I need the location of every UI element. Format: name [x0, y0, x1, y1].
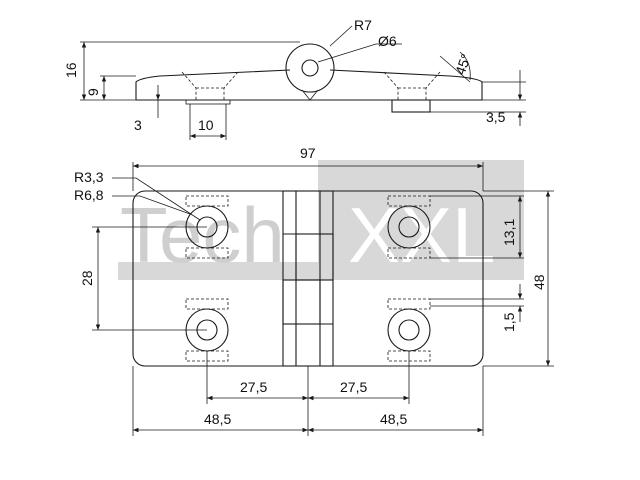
top-view: 97 R3,3 R6,8 28 48 13,1 1,5 [74, 145, 554, 436]
dim-27-5-left: 27,5 [240, 379, 267, 395]
knuckle-pin [301, 59, 319, 77]
watermark-text-dark: Tech [120, 191, 285, 279]
side-profile [135, 69, 483, 101]
watermark: Tech XXL [118, 160, 524, 280]
side-view: 16 9 3 10 R7 Ø6 45° 3,5 [63, 17, 526, 140]
left-countersink [181, 71, 239, 100]
dim-10: 10 [198, 117, 214, 133]
label-45deg: 45° [452, 52, 474, 77]
knuckle-split [301, 89, 319, 101]
dim-27-5-right: 27,5 [340, 379, 367, 395]
dim-48-5-right: 48,5 [380, 411, 407, 427]
label-r7: R7 [354, 17, 372, 33]
dim-48-5-left: 48,5 [204, 411, 231, 427]
dim-28: 28 [79, 270, 95, 286]
dim-97: 97 [300, 145, 316, 161]
hole-top-right [387, 195, 431, 259]
dim-3: 3 [134, 117, 142, 133]
dim-9: 9 [85, 88, 101, 96]
label-d6: Ø6 [378, 33, 397, 49]
label-r3-3: R3,3 [74, 169, 104, 185]
dim-48: 48 [531, 274, 547, 290]
watermark-bar [118, 262, 328, 280]
dim-16: 16 [63, 62, 79, 78]
label-r6-8: R6,8 [74, 187, 104, 203]
right-boss [391, 99, 431, 113]
watermark-box [318, 160, 524, 280]
dim-1-5: 1,5 [501, 312, 517, 332]
right-countersink [383, 71, 441, 100]
dim-13-1: 13,1 [501, 219, 517, 246]
dim-3-5: 3,5 [486, 109, 506, 125]
watermark-text-light: XXL [348, 191, 495, 279]
knuckle-outer [285, 43, 335, 93]
left-boss [185, 99, 231, 105]
